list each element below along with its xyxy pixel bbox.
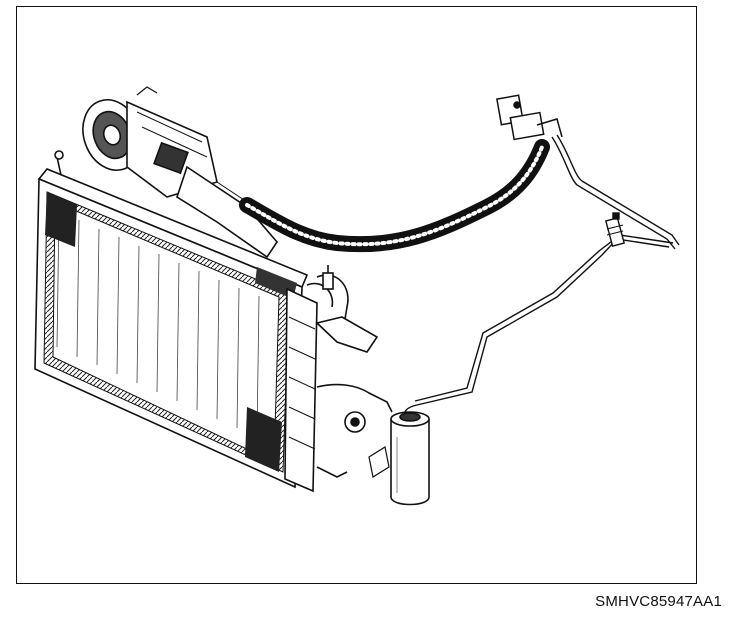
condenser-connection-hoses bbox=[306, 265, 393, 478]
liquid-line-tube bbox=[403, 134, 680, 420]
ac-system-drawing bbox=[34, 86, 680, 506]
figure-reference-code: SMHVC85947AA1 bbox=[595, 593, 722, 610]
pressure-switch bbox=[604, 212, 626, 247]
radiator-condenser bbox=[34, 150, 318, 493]
illustration-frame bbox=[16, 6, 697, 584]
receiver-drier bbox=[368, 411, 430, 506]
corrugated-suction-hose bbox=[239, 139, 550, 253]
evaporator-connection-block bbox=[496, 94, 563, 141]
